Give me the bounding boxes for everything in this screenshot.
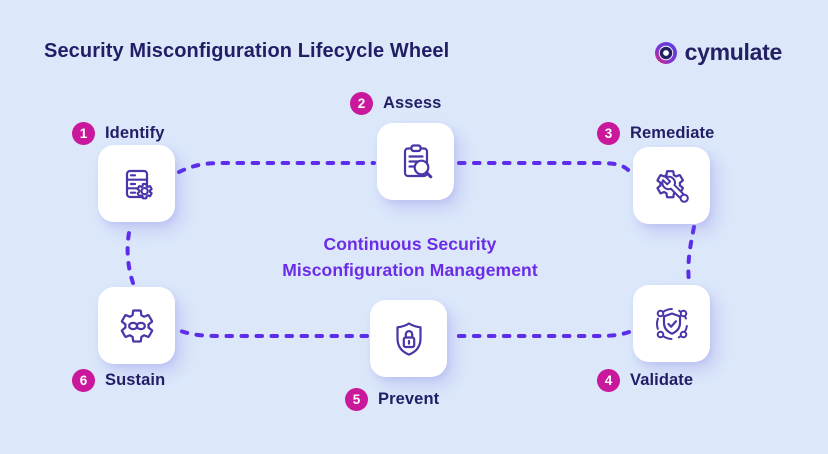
step-label: Sustain: [105, 370, 166, 389]
step-card-prevent: [370, 300, 447, 377]
step-number-badge: 3: [597, 121, 620, 145]
gear-infinity-icon: [120, 308, 153, 343]
step-number-badge: 6: [72, 368, 95, 392]
step-sustain-header: 6 Sustain: [72, 368, 165, 392]
page-title: Security Misconfiguration Lifecycle Whee…: [44, 40, 450, 62]
step-number-badge: 2: [350, 91, 373, 115]
step-label: Validate: [630, 370, 694, 389]
brand-name: cymulate: [684, 39, 783, 65]
step-number-badge: 1: [72, 121, 95, 145]
step-card-identify: [98, 145, 175, 222]
center-label-line2: Misconfiguration Management: [282, 260, 538, 280]
connector-identify-assess: [177, 160, 376, 174]
cymulate-logo-icon: [654, 41, 677, 64]
shield-check-orbit-icon: [655, 307, 688, 340]
center-label-line1: Continuous Security: [323, 234, 497, 254]
connector-remediate-validate: [686, 225, 696, 284]
step-card-validate: [633, 285, 710, 362]
shield-lock-icon: [395, 321, 422, 356]
step-label: Assess: [383, 93, 442, 112]
step-label: Remediate: [630, 123, 715, 142]
step-identify-header: 1 Identify: [72, 121, 164, 145]
brand-logo: cymulate: [653, 39, 782, 66]
server-gear-icon: [125, 169, 153, 199]
clipboard-magnifier-icon: [403, 143, 432, 178]
gear-wrench-icon: [655, 169, 689, 203]
step-number-badge: 5: [345, 387, 368, 411]
step-number-badge: 4: [597, 368, 620, 392]
step-remediate-header: 3 Remediate: [597, 121, 714, 145]
connector-sustain-identify: [125, 226, 135, 285]
step-card-remediate: [633, 147, 710, 224]
step-card-assess: [377, 123, 454, 200]
connector-prevent-sustain: [176, 328, 369, 338]
step-validate-header: 4 Validate: [597, 368, 693, 392]
step-prevent-header: 5 Prevent: [345, 387, 439, 411]
step-label: Prevent: [378, 389, 440, 408]
connector-validate-prevent: [449, 330, 631, 338]
step-card-sustain: [98, 287, 175, 364]
center-label: Continuous Security Misconfiguration Man…: [210, 231, 610, 283]
step-label: Identify: [105, 123, 165, 142]
connector-assess-remediate: [457, 161, 632, 174]
step-assess-header: 2 Assess: [350, 91, 441, 115]
